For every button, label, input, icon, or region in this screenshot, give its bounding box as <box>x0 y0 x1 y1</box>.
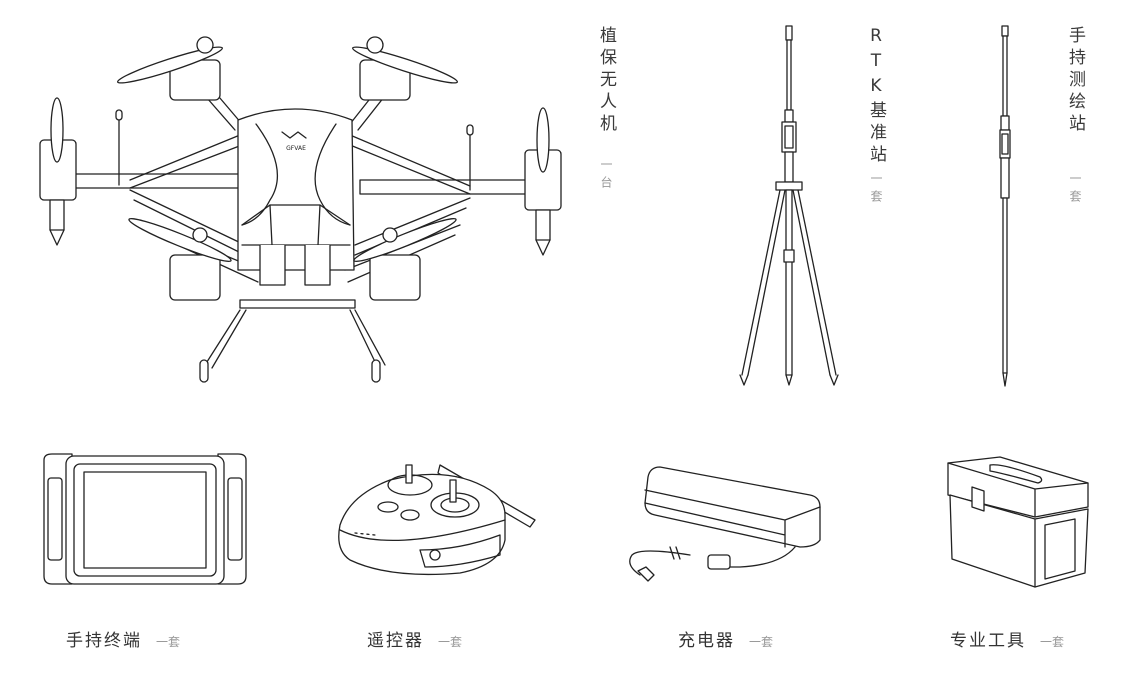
drone-qty: 一台 <box>599 158 613 194</box>
drone-name: 植保无人机 <box>596 26 616 136</box>
charger-illustration <box>620 455 830 590</box>
survey-pole-illustration <box>990 20 1020 390</box>
survey-pole-icon <box>990 20 1020 390</box>
terminal-name: 手持终端 <box>66 631 142 651</box>
drone-logo-text: GFVAE <box>286 145 306 152</box>
terminal-illustration <box>40 450 250 590</box>
rtk-illustration <box>730 20 850 390</box>
tools-illustration <box>940 455 1095 590</box>
rtk-qty: 一套 <box>869 172 883 208</box>
remote-name: 遥控器 <box>367 631 424 651</box>
tools-qty: 一套 <box>1040 635 1065 649</box>
tools-name: 专业工具 <box>950 631 1026 651</box>
tools-label: 专业工具 一套 <box>950 626 1064 651</box>
toolbox-icon <box>940 455 1095 590</box>
remote-illustration <box>330 455 550 585</box>
rtk-tripod-icon <box>730 20 850 390</box>
charger-qty: 一套 <box>749 635 774 649</box>
remote-controller-icon <box>330 455 550 585</box>
drone-illustration: GFVAE <box>20 20 580 390</box>
charger-name: 充电器 <box>678 631 735 651</box>
remote-label: 遥控器 一套 <box>367 626 462 651</box>
rtk-name: RTK基准站 <box>866 26 886 167</box>
tablet-icon <box>40 450 250 590</box>
terminal-label: 手持终端 一套 <box>66 626 180 651</box>
charger-label: 充电器 一套 <box>678 626 773 651</box>
terminal-qty: 一套 <box>156 635 181 649</box>
remote-qty: 一套 <box>438 635 463 649</box>
power-adapter-icon <box>620 455 830 590</box>
survey-station-name: 手持测绘站 <box>1065 26 1085 136</box>
agri-drone-icon: GFVAE <box>20 20 580 390</box>
survey-station-qty: 一套 <box>1068 172 1082 208</box>
